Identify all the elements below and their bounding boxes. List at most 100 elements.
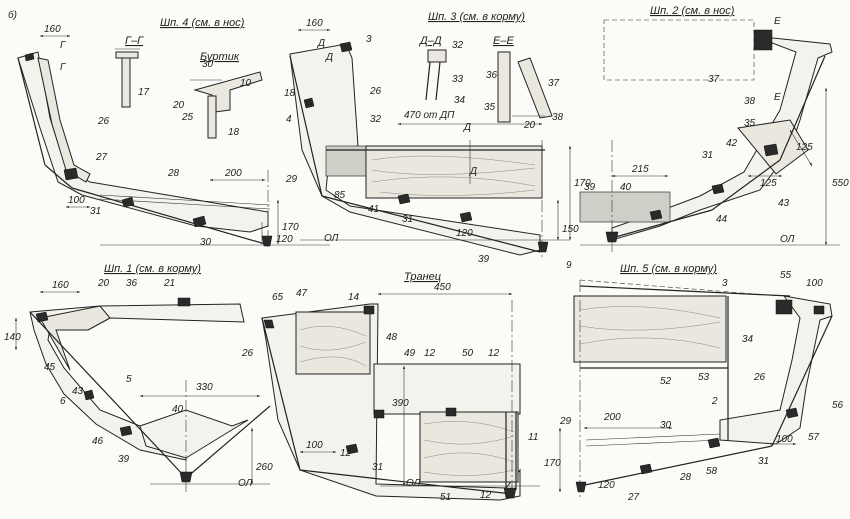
- drawing-label: 20: [172, 100, 185, 111]
- drawing-label: 40: [620, 182, 632, 193]
- drawing-label: 140: [4, 332, 21, 343]
- drawing-label: ОЛ: [238, 478, 252, 489]
- frame-3-body: [289, 43, 541, 256]
- drawing-label: 120: [276, 234, 293, 245]
- frame-4-title: Шп. 4 (см. в нос): [160, 17, 245, 29]
- drawing-label: 10: [240, 78, 252, 89]
- drawing-label: 100: [68, 195, 85, 206]
- drawing-label: 44: [716, 214, 728, 225]
- drawing-label: 125: [760, 178, 777, 189]
- transom-title: Транец: [404, 271, 441, 283]
- drawing-label: 28: [167, 168, 180, 179]
- drawing-label: 160: [52, 280, 69, 291]
- drawing-label: 65: [272, 292, 284, 303]
- drawing-label: 55: [780, 270, 792, 281]
- drawing-label: 29: [285, 174, 298, 185]
- drawing-label: 27: [95, 152, 108, 163]
- drawing-label: 41: [368, 204, 379, 215]
- drawing-label: 170: [544, 458, 561, 469]
- frame-2-deck-outline: [603, 19, 755, 81]
- drawing-label: 160: [306, 18, 323, 29]
- drawing-label: 200: [224, 168, 242, 179]
- drawing-label: 3: [722, 278, 728, 289]
- drawing-label: 38: [744, 96, 756, 107]
- drawing-label: 150: [562, 224, 579, 235]
- drawing-label: 31: [90, 206, 101, 217]
- drawing-label: 34: [454, 95, 466, 106]
- drawing-label: 215: [631, 164, 649, 175]
- drawing-label: 450: [434, 282, 451, 293]
- section-ee-title: Е–Е: [493, 35, 514, 47]
- frame-5-section: [558, 279, 833, 500]
- drawing-label: 200: [603, 412, 621, 423]
- drawing-label: 2: [711, 396, 718, 407]
- drawing-label: 100: [806, 278, 823, 289]
- drawing-label: 120: [456, 228, 473, 239]
- drawing-label: 37: [548, 78, 560, 89]
- drawing-label: 38: [552, 112, 564, 123]
- drawing-label: 20: [523, 120, 536, 131]
- drawing-label: 42: [726, 138, 738, 149]
- drawing-label: 35: [484, 102, 496, 113]
- drawing-label: 31: [702, 150, 713, 161]
- transom-knee-plate: [295, 311, 371, 375]
- drawing-label: 550: [832, 178, 849, 189]
- drawing-label: 30: [660, 420, 672, 431]
- drawing-label: Г: [60, 62, 67, 73]
- drawing-label: Е: [774, 16, 781, 27]
- drawing-label: 32: [370, 114, 382, 125]
- frame-2-texts: Шп. 2 (см. в нос) Е Е 37 38 35 42 31 215…: [584, 5, 849, 245]
- drawing-label: 4: [286, 114, 292, 125]
- transom-section: [261, 292, 540, 501]
- frame-3-texts: Шп. 3 (см. в корму) Д–Д Е–Е 160 3 Д Д 18…: [284, 11, 591, 271]
- drawing-label: 12: [480, 490, 492, 501]
- frame-3-floor-board: [365, 145, 543, 199]
- drawing-label: 37: [708, 74, 720, 85]
- drawing-label: 170: [574, 178, 591, 189]
- drawing-label: 260: [255, 462, 273, 473]
- drawing-label: 30: [200, 237, 212, 248]
- frame-4-side-panel: [37, 57, 91, 183]
- drawing-label: 51: [440, 492, 451, 503]
- drawing-label: 39: [478, 254, 490, 265]
- drawing-label: 58: [706, 466, 718, 477]
- transom-crossbeam: [373, 363, 521, 415]
- frame-5-body: [719, 295, 833, 445]
- drawing-label: 26: [753, 372, 766, 383]
- frame-1-knee: [39, 305, 111, 371]
- drawing-label: 18: [284, 88, 296, 99]
- drawing-label: 47: [296, 288, 308, 299]
- drawing-label: 52: [660, 376, 672, 387]
- drawing-label: 50: [462, 348, 474, 359]
- drawing-label: 57: [808, 432, 820, 443]
- drawing-label: 100: [776, 434, 793, 445]
- transom-texts: Транец 450 65 47 14 48 49 12 50 12 26 39…: [241, 271, 538, 503]
- drawing-label: ОЛ: [324, 233, 338, 244]
- drawing-label: 36: [126, 278, 138, 289]
- drawing-label: 25: [181, 112, 194, 123]
- drawing-label: 26: [241, 348, 254, 359]
- transom-board: [419, 411, 519, 483]
- frame-2-title: Шп. 2 (см. в нос): [650, 5, 735, 17]
- frame-5-board: [573, 295, 727, 363]
- drawing-label: 49: [404, 348, 416, 359]
- frame-1-section: [14, 290, 271, 495]
- panel-letter: б): [8, 9, 17, 21]
- drawing-label: 6: [60, 396, 66, 407]
- drawing-label: 34: [742, 334, 754, 345]
- frame-2-section: [579, 19, 840, 255]
- drawing-label: Д: [325, 52, 333, 63]
- drawing-label: 35: [744, 118, 756, 129]
- drawing-label: 31: [372, 462, 383, 473]
- bortik-title: Буртик: [200, 51, 240, 63]
- frame-5-title: Шп. 5 (см. в корму): [620, 263, 717, 275]
- drawing-label: Д: [469, 166, 477, 177]
- drawing-label: 12: [424, 348, 436, 359]
- drawing-label: 32: [452, 40, 464, 51]
- drawing-label: 85: [334, 190, 346, 201]
- drawing-label: 470 от ДП: [404, 110, 455, 121]
- drawing-label: 5: [126, 374, 132, 385]
- drawing-label: 170: [282, 222, 299, 233]
- drawing-label: 21: [163, 278, 175, 289]
